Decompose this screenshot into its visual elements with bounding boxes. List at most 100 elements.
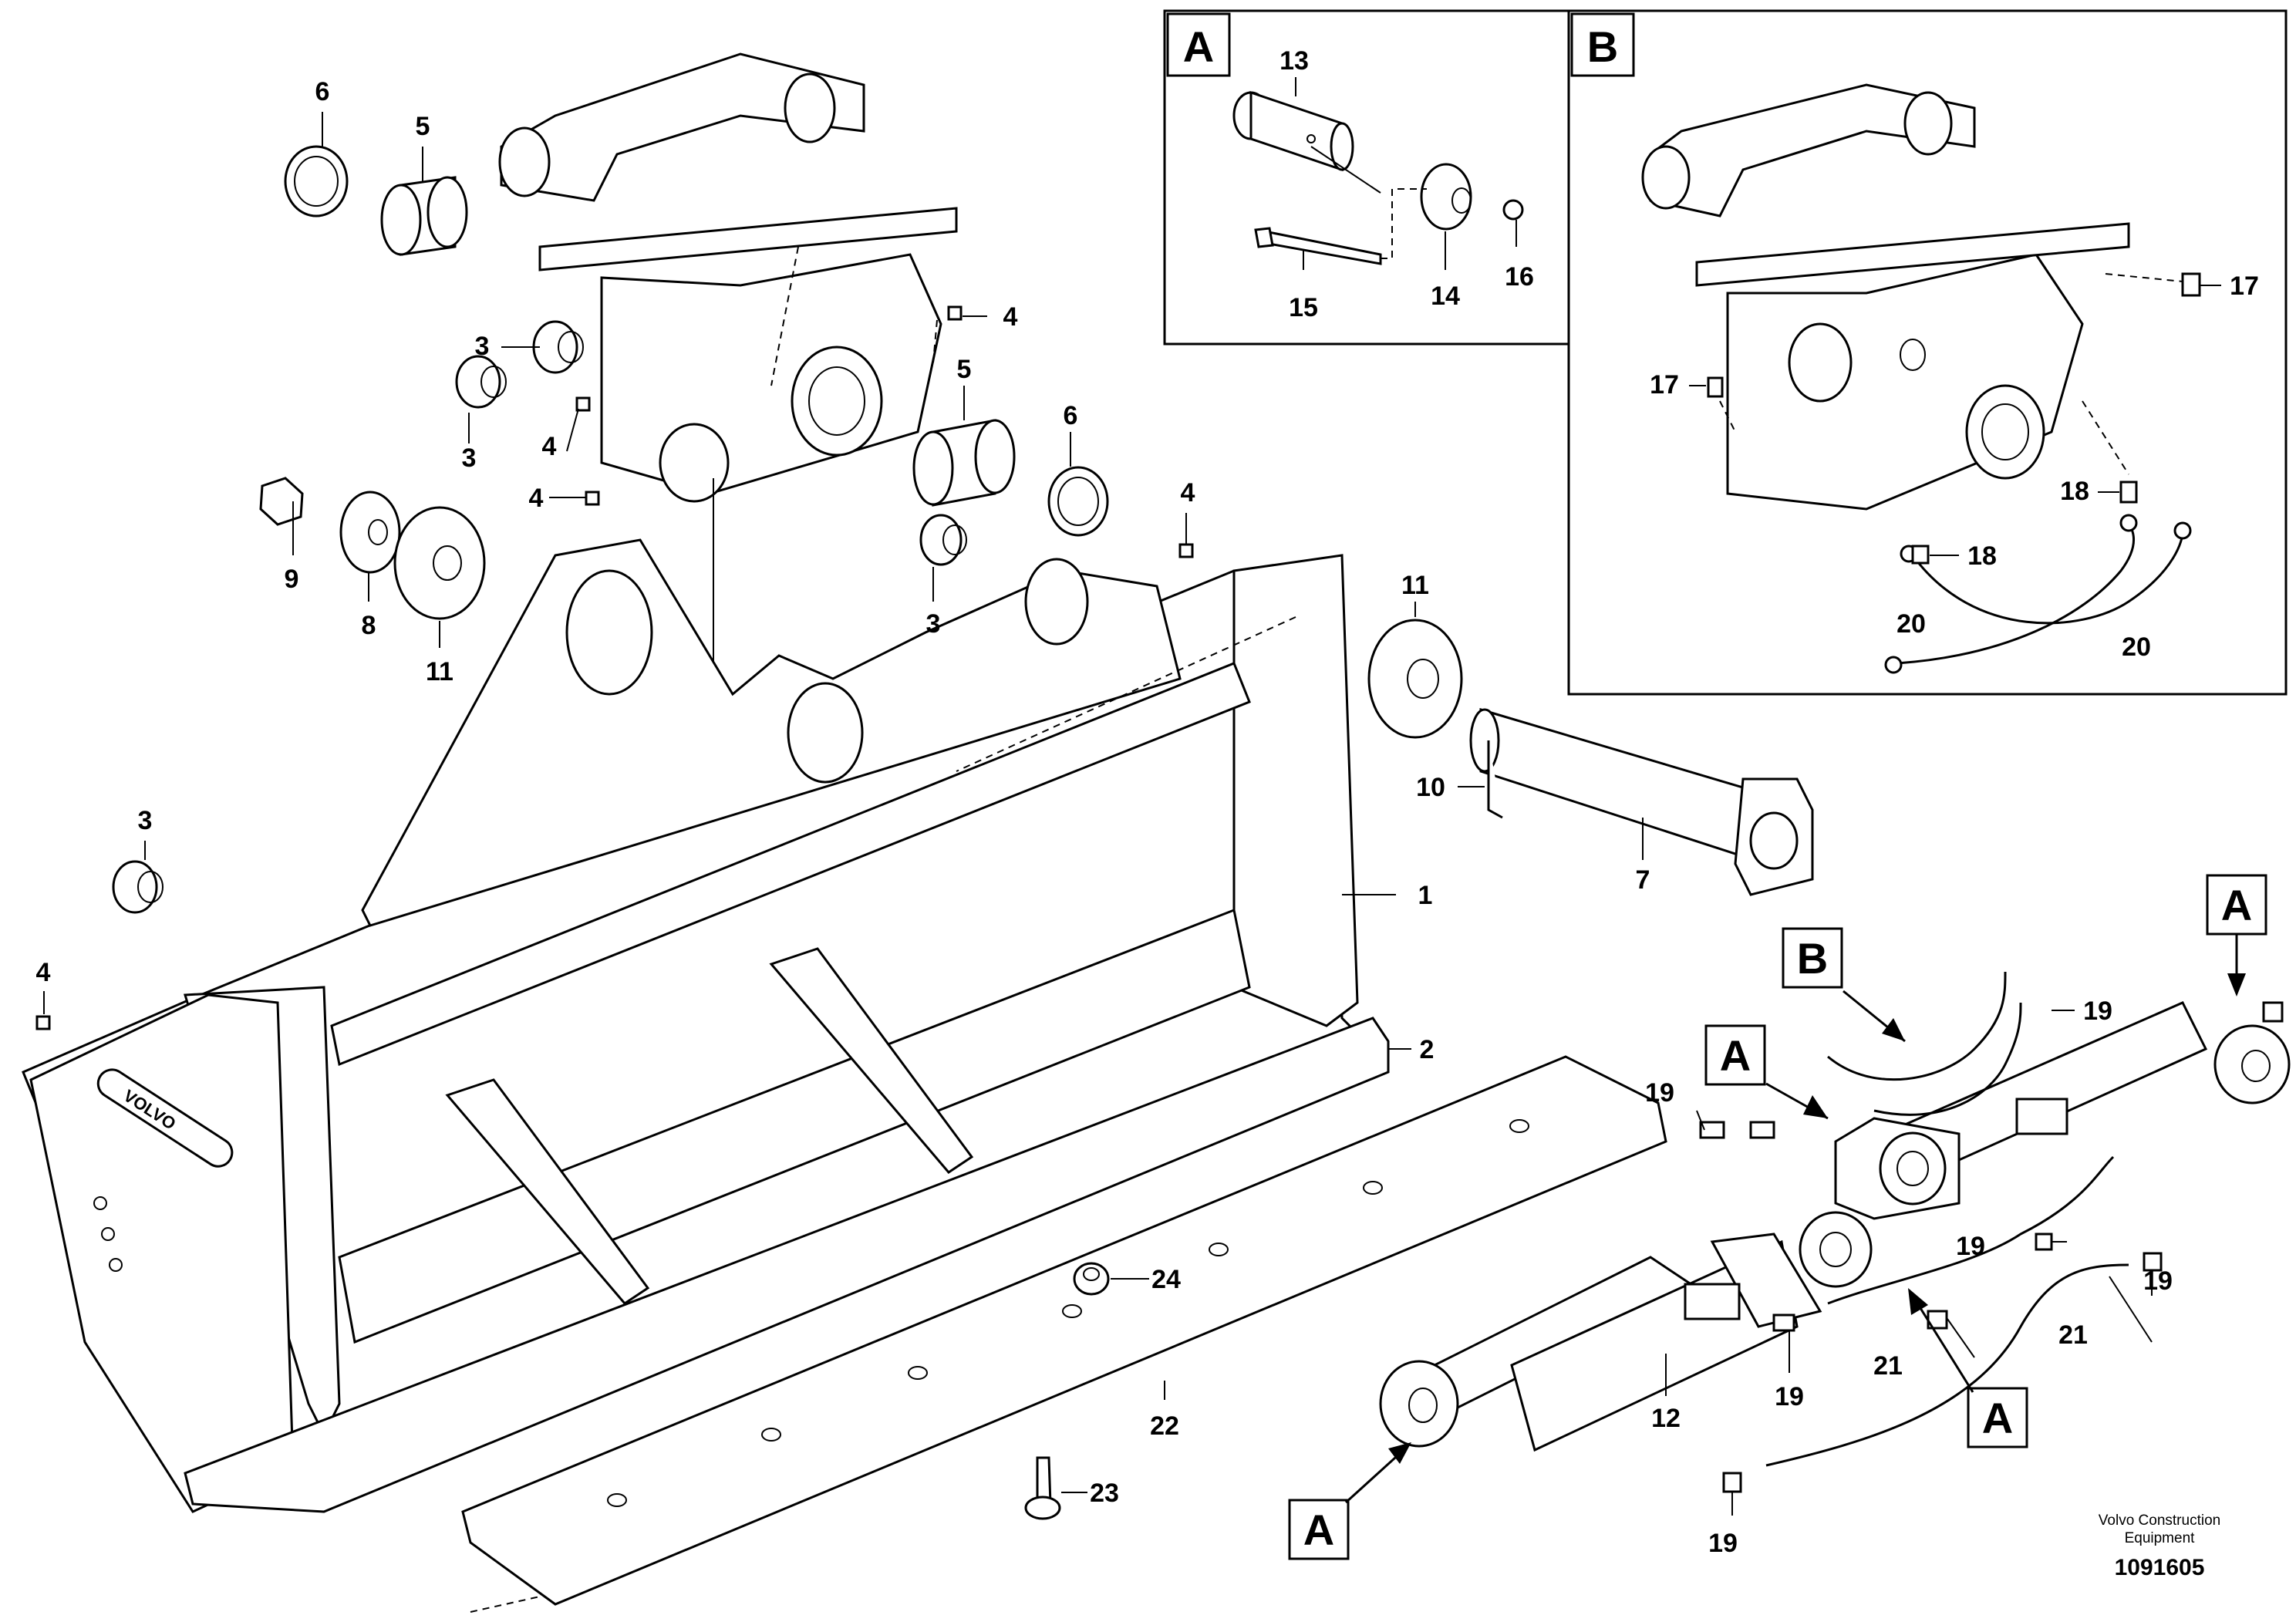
leader-lines bbox=[43, 112, 2153, 1516]
callout-19-bottom: 19 bbox=[1708, 1529, 1738, 1558]
callout-4-b: 4 bbox=[542, 432, 557, 461]
fitting-21-a bbox=[1772, 1313, 1795, 1332]
callout-22: 22 bbox=[1150, 1411, 1179, 1441]
callout-19-top-right: 19 bbox=[2083, 996, 2112, 1026]
fitting-19-a bbox=[1699, 1121, 1725, 1139]
detail-a-label: A bbox=[1183, 22, 1214, 71]
callout-23: 23 bbox=[1090, 1479, 1119, 1508]
pin-7-drawing bbox=[1469, 707, 1814, 896]
bushing-3-b bbox=[532, 320, 584, 374]
callout-4-top: 4 bbox=[1003, 302, 1018, 332]
callout-1: 1 bbox=[1418, 881, 1433, 910]
callout-5-bottom: 5 bbox=[957, 355, 972, 384]
hose-20-drawing-a bbox=[1911, 531, 2184, 625]
hose-b-drawing-b bbox=[1873, 1002, 2022, 1116]
edge-22-drawing bbox=[461, 1055, 1667, 1606]
bucket-body-drawing bbox=[22, 538, 1382, 1513]
bushing-5-top bbox=[380, 176, 468, 256]
nipple-4-e bbox=[35, 1015, 51, 1030]
callout-4-d: 4 bbox=[1181, 478, 1195, 508]
callout-13: 13 bbox=[1279, 46, 1309, 76]
callout-5-top: 5 bbox=[416, 112, 430, 141]
bushing-3-a bbox=[455, 355, 507, 409]
callout-20-right: 20 bbox=[2122, 632, 2151, 662]
bushing-3-c bbox=[919, 514, 967, 566]
valve-block-upper bbox=[2015, 1098, 2068, 1135]
nipple-4-d bbox=[1178, 543, 1194, 558]
callout-21-right: 21 bbox=[2058, 1320, 2088, 1350]
callout-20-left: 20 bbox=[1896, 609, 1926, 639]
fitting-19-c bbox=[2262, 1001, 2284, 1023]
washer-8-drawing bbox=[339, 491, 401, 574]
nut-9-drawing bbox=[259, 477, 304, 526]
callout-19-top-left: 19 bbox=[1645, 1078, 1674, 1108]
coupler-b-drawing bbox=[1641, 83, 2130, 511]
fitting-17-top bbox=[2181, 272, 2201, 297]
callout-15: 15 bbox=[1289, 293, 1318, 322]
callout-17-right: 17 bbox=[2230, 271, 2259, 301]
bushing-3-d bbox=[112, 860, 164, 914]
footer-company-line2: Equipment bbox=[2125, 1530, 2196, 1546]
detail-box-b: B 17 17 18 bbox=[1567, 9, 2288, 696]
callout-6-bottom: 6 bbox=[1064, 401, 1078, 430]
bushing-5-bottom bbox=[912, 419, 1016, 507]
edge-22-bolt-holes bbox=[607, 1119, 1529, 1507]
washer-14-drawing bbox=[1420, 163, 1472, 231]
callout-24: 24 bbox=[1151, 1265, 1181, 1294]
hose-b-drawing-a bbox=[1827, 971, 2007, 1081]
callout-19-mid: 19 bbox=[1956, 1232, 1985, 1261]
fitting-19-d bbox=[2035, 1233, 2053, 1251]
footer-company-line1: Volvo Construction bbox=[2099, 1512, 2220, 1529]
callout-18-right: 18 bbox=[2060, 477, 2089, 506]
fitting-18-right bbox=[2119, 481, 2138, 504]
fitting-19-e bbox=[2143, 1252, 2163, 1272]
callout-6-top: 6 bbox=[315, 77, 330, 106]
fitting-17-left bbox=[1707, 376, 1724, 398]
nipple-4-b bbox=[575, 396, 591, 412]
shim-11-left-drawing bbox=[393, 506, 486, 620]
fitting-19-f bbox=[1722, 1472, 1742, 1493]
pin-13-drawing bbox=[1232, 90, 1354, 172]
callout-2: 2 bbox=[1420, 1035, 1435, 1064]
footer-drawing-id: 1091605 bbox=[2115, 1555, 2205, 1580]
callout-14: 14 bbox=[1431, 282, 1460, 311]
shim-11-right-drawing bbox=[1367, 619, 1463, 739]
callout-3-d: 3 bbox=[138, 806, 153, 835]
detail-b-label: B bbox=[1587, 22, 1618, 71]
callout-10: 10 bbox=[1416, 773, 1445, 802]
pointer-b: B bbox=[1782, 927, 1906, 1043]
pointer-b-label: B bbox=[1797, 934, 1828, 983]
callout-3-c: 3 bbox=[926, 609, 941, 639]
callout-19-lower: 19 bbox=[1775, 1382, 1804, 1411]
callout-18-left: 18 bbox=[1967, 541, 1997, 571]
pointer-a-mid-label: A bbox=[1720, 1031, 1751, 1080]
callout-11-right: 11 bbox=[1401, 571, 1429, 600]
callout-11-left: 11 bbox=[426, 657, 453, 686]
nut-16-drawing bbox=[1502, 199, 1524, 221]
callout-12: 12 bbox=[1651, 1404, 1681, 1433]
valve-block-lower bbox=[1684, 1283, 1741, 1320]
pointer-a-right-label: A bbox=[2221, 881, 2252, 929]
callout-16: 16 bbox=[1505, 262, 1534, 292]
callout-4-c: 4 bbox=[529, 484, 544, 513]
callout-3-b: 3 bbox=[462, 443, 477, 473]
callout-19-right: 19 bbox=[2143, 1266, 2173, 1296]
nut-24-drawing bbox=[1073, 1262, 1110, 1296]
cylinder-12-drawing bbox=[1379, 1211, 1873, 1452]
lock-pin-10-drawing bbox=[1487, 740, 1503, 819]
callout-3-a: 3 bbox=[475, 332, 490, 361]
hose-20-drawing-b bbox=[1896, 523, 2136, 665]
bolt-23-drawing bbox=[1024, 1456, 1061, 1520]
pointer-a-lower-right: A bbox=[1908, 1288, 2028, 1448]
bolt-15-drawing bbox=[1254, 227, 1382, 265]
detail-box-a: A 13 14 15 16 bbox=[1163, 9, 1570, 346]
pointer-a-right: A bbox=[2206, 874, 2267, 996]
nipple-4-a bbox=[947, 305, 963, 321]
callout-7: 7 bbox=[1636, 865, 1650, 895]
nipple-4-c bbox=[585, 491, 600, 506]
pointer-a-lower-left-label: A bbox=[1303, 1506, 1334, 1554]
callout-21-lower: 21 bbox=[1873, 1351, 1903, 1381]
pointer-a-lower-right-label: A bbox=[1982, 1394, 2013, 1442]
coupler-main-drawing bbox=[498, 52, 958, 503]
